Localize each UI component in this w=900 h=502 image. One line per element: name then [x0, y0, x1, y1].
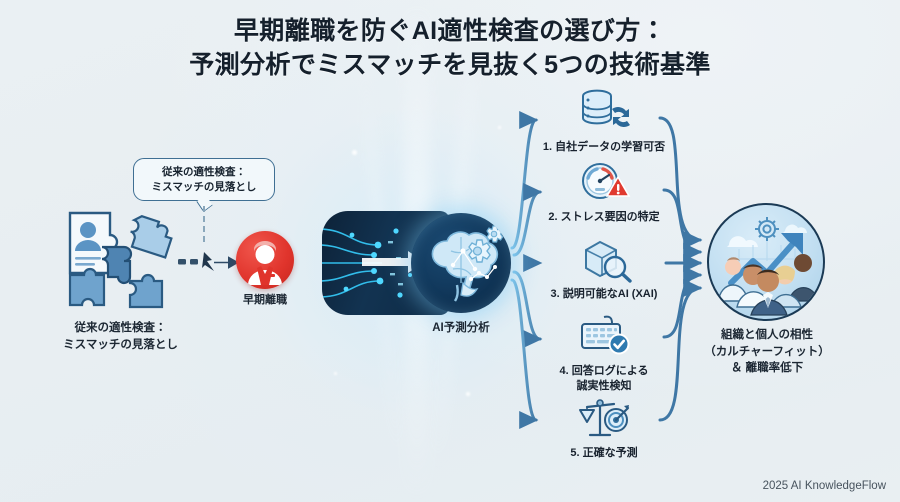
legacy-caption-line-1: 従来の適性検査：	[74, 322, 167, 334]
outcome-line-2: （カルチャーフィット）	[704, 345, 830, 358]
speech-bubble: 従来の適性検査： ミスマッチの見落とし	[133, 158, 275, 201]
criteria-3-line-1: 3. 説明可能なAI (XAI)	[550, 288, 658, 300]
criteria-item-3[interactable]: 3. 説明可能なAI (XAI)	[529, 233, 679, 302]
page-title: 早期離職を防ぐAI適性検査の選び方： 予測分析でミスマッチを見抜く5つの技術基準	[0, 14, 900, 82]
puzzle-profile-icon	[62, 203, 174, 315]
criteria-2-line-1: 2. ストレス要因の特定	[548, 211, 660, 223]
title-line-2: 予測分析でミスマッチを見抜く5つの技術基準	[189, 51, 711, 79]
criteria-item-1[interactable]: 1. 自社データの学習可否	[529, 86, 679, 155]
glow-dot	[466, 392, 470, 396]
outcome-caption: 組織と個人の相性 （カルチャーフィット） ＆ 離職率低下	[693, 327, 841, 377]
database-sync-icon	[529, 86, 679, 138]
criteria-4-line-1: 4. 回答ログによる	[559, 365, 649, 377]
criteria-label-1: 1. 自社データの学習可否	[529, 140, 679, 155]
scales-target-icon	[529, 392, 679, 444]
criteria-label-3: 3. 説明可能なAI (XAI)	[529, 287, 679, 302]
bubble-line-1: 従来の適性検査：	[162, 165, 246, 178]
team-growth-icon	[707, 203, 825, 321]
gauge-warning-icon	[529, 156, 679, 208]
title-line-1: 早期離職を防ぐAI適性検査の選び方：	[233, 17, 667, 45]
criteria-label-4: 4. 回答ログによる 誠実性検知	[529, 364, 679, 394]
glow-dot	[498, 126, 501, 129]
criteria-item-5[interactable]: 5. 正確な予測	[529, 392, 679, 461]
footer-credit: 2025 AI KnowledgeFlow	[763, 480, 886, 492]
glow-dot	[334, 372, 337, 375]
criteria-item-4[interactable]: 4. 回答ログによる 誠実性検知	[529, 310, 679, 394]
criteria-4-line-2: 誠実性検知	[576, 379, 632, 392]
bubble-line-2: ミスマッチの見落とし	[151, 180, 257, 193]
outcome-line-3: ＆ 離職率低下	[730, 362, 804, 375]
dashed-arrow-icon	[178, 248, 240, 276]
criteria-item-2[interactable]: 2. ストレス要因の特定	[529, 156, 679, 225]
ai-prediction-label: AI予測分析	[396, 320, 526, 337]
criteria-label-2: 2. ストレス要因の特定	[529, 210, 679, 225]
legacy-caption-line-2: ミスマッチの見落とし	[63, 338, 178, 351]
bubble-stem-dashed-line	[203, 206, 205, 242]
red-person-icon	[236, 231, 294, 289]
criteria-label-5: 5. 正確な予測	[529, 446, 679, 461]
legacy-test-caption: 従来の適性検査： ミスマッチの見落とし	[38, 320, 203, 353]
criteria-1-line-1: 1. 自社データの学習可否	[542, 141, 666, 153]
keyboard-check-icon	[529, 310, 679, 362]
cube-magnifier-icon	[529, 233, 679, 285]
outcome-line-1: 組織と個人の相性	[721, 329, 813, 341]
early-turnover-label: 早期離職	[230, 293, 300, 309]
footer-text: 2025 AI KnowledgeFlow	[762, 480, 886, 492]
criteria-5-line-1: 5. 正確な予測	[570, 447, 638, 459]
ai-prediction-text: AI予測分析	[432, 322, 490, 334]
glow-dot	[352, 150, 357, 155]
brain-gears-icon	[411, 213, 511, 313]
early-turnover-text: 早期離職	[243, 294, 287, 306]
